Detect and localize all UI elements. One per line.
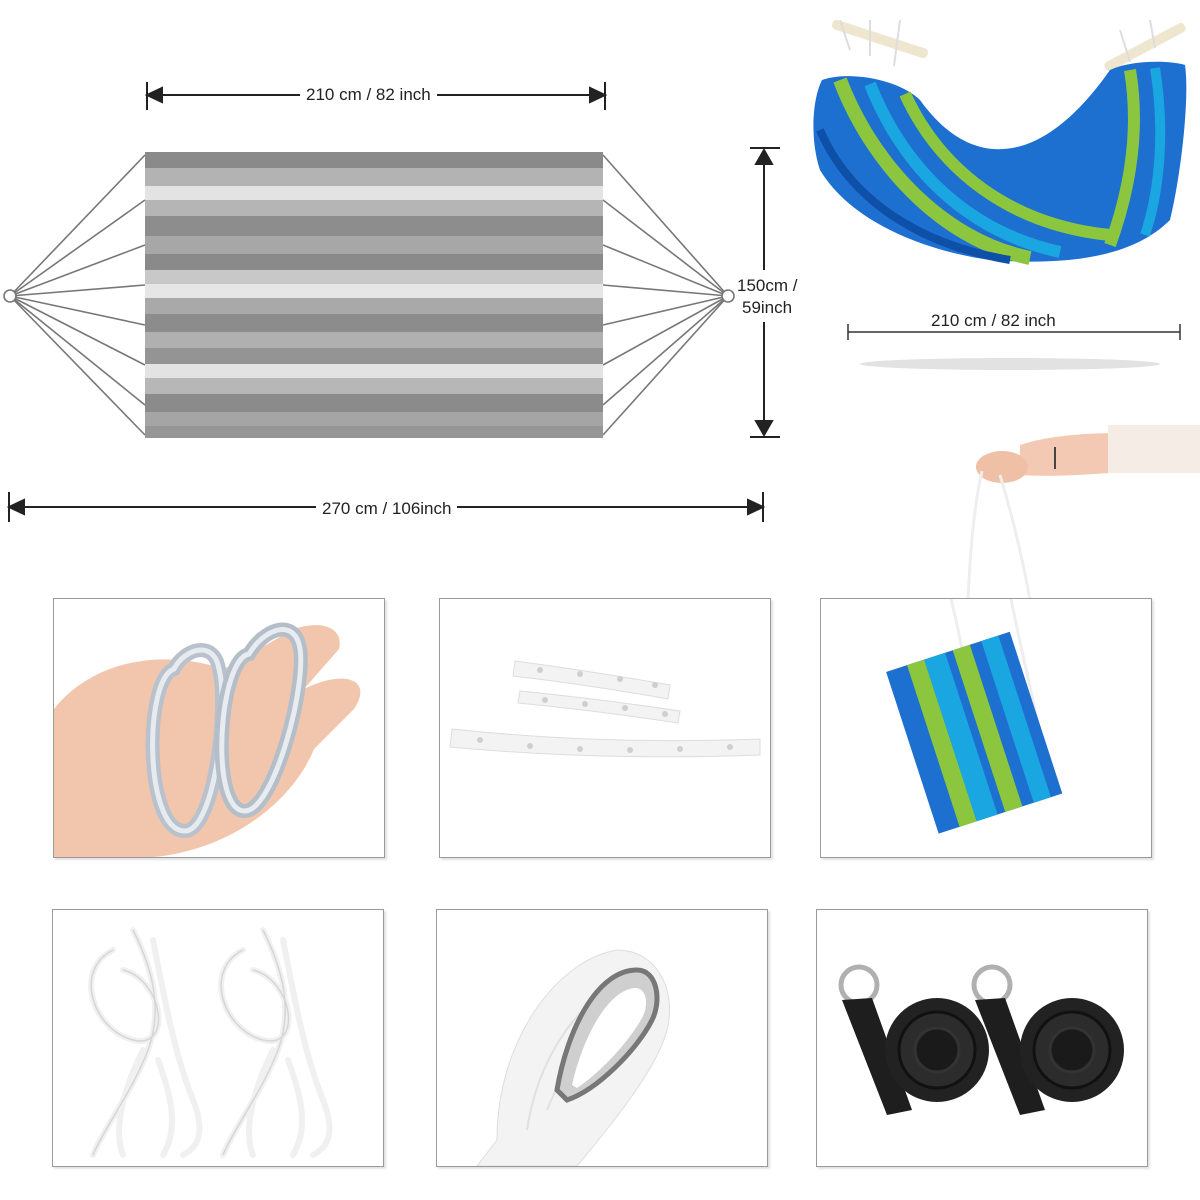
total-length-label: 270 cm / 106inch [316,499,458,519]
ropes-image [88,927,333,1158]
arm [1020,433,1120,476]
carry-bag-image [886,599,1063,834]
tree-strap-2 [971,964,1124,1115]
rope-thimble-image [476,949,671,1166]
hand-holding-bag-image [966,425,1200,600]
left-suspension-strings [3,154,146,436]
blue-hammock-product-image [813,20,1187,370]
accessory-panel-rope-thimble [436,909,768,1167]
product-width-label: 210 cm / 82 inch [931,311,1056,330]
right-suspension-strings [602,154,735,436]
rope-coil-1 [88,927,203,1158]
spreader-bar-left [831,20,929,67]
accessory-panel-tree-straps [816,909,1148,1167]
carabiner-hooks-image [54,622,361,857]
tree-straps-image [838,964,1124,1115]
height-label-line1: 150cm / [735,276,800,296]
accessory-panel-ropes [52,909,384,1167]
accessory-panel-carry-bag [820,598,1152,858]
top-width-label: 210 cm / 82 inch [300,85,437,105]
height-arrow [750,147,780,438]
hand [54,625,361,857]
spreader-bars-image [449,660,761,758]
hammock-dimension-diagram [3,82,780,522]
rope-coil-2 [218,927,333,1158]
spreader-bar-right [1104,20,1186,72]
gray-hammock-body [145,152,603,438]
product-width-line [847,324,1181,340]
height-label-line2: 59inch [740,298,795,318]
accessory-panel-spreader-bars [439,598,771,858]
hammock-fabric [813,61,1187,262]
accessory-panel-carabiners [53,598,385,858]
tree-strap-1 [838,964,989,1115]
